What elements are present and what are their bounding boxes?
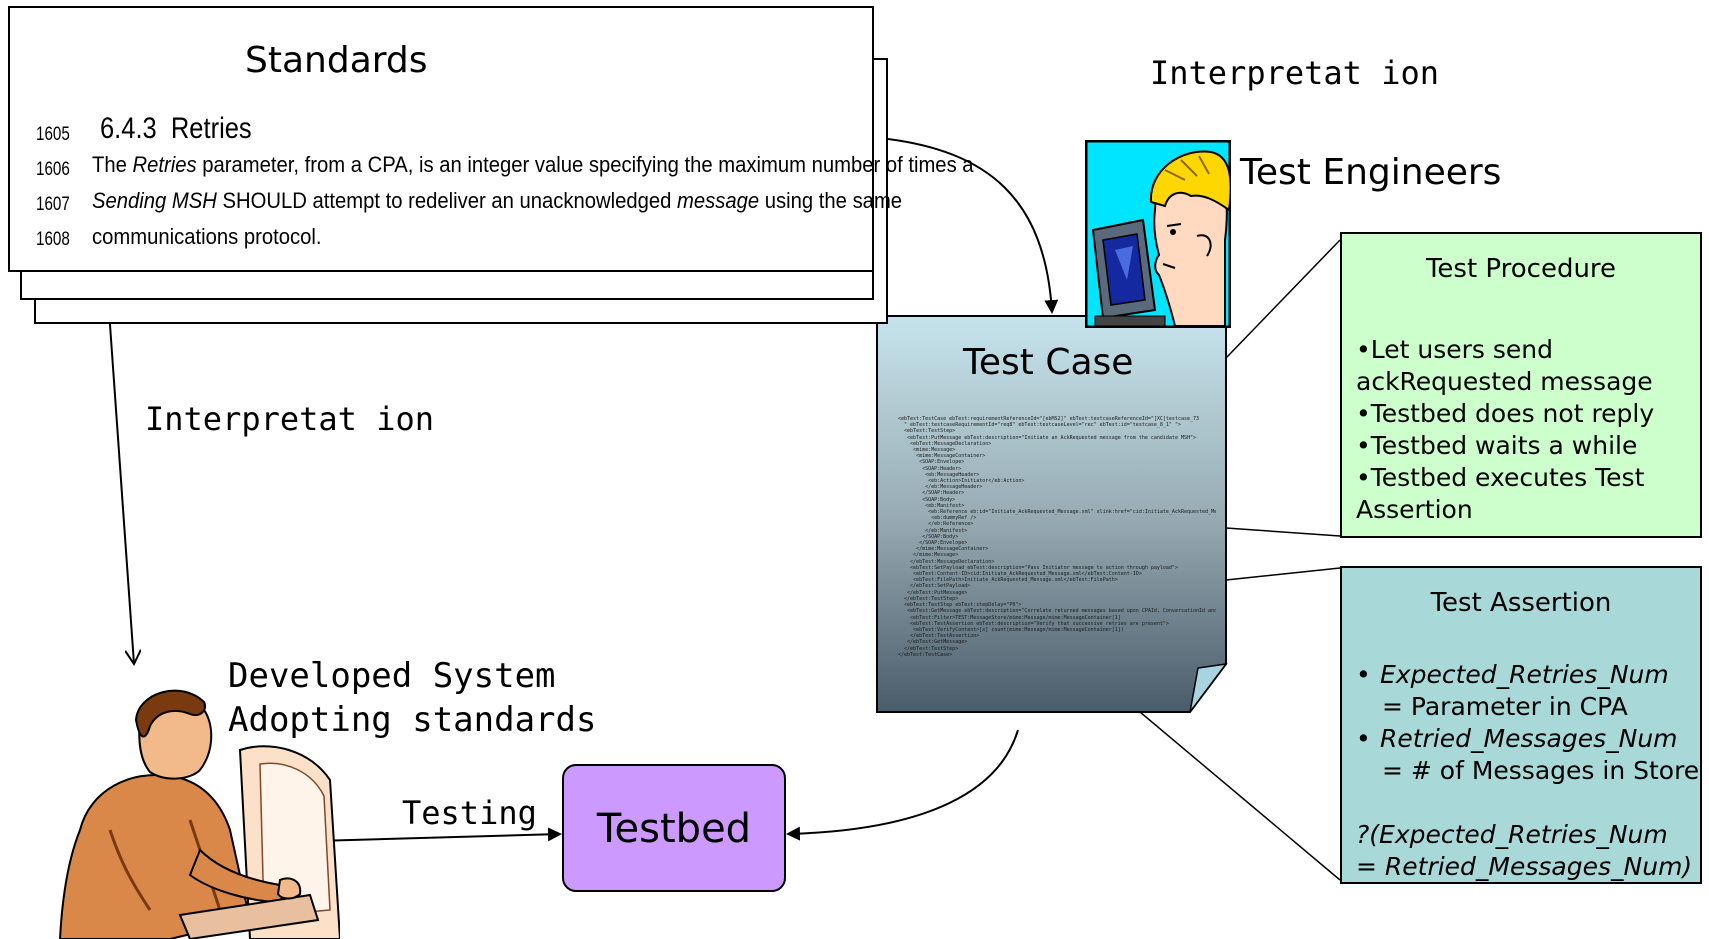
testing-label: Testing xyxy=(402,794,537,832)
callout-assertion-top xyxy=(1225,567,1341,581)
test-procedure-title: Test Procedure xyxy=(1425,254,1617,284)
procedure-item: •Testbed waits a while xyxy=(1356,431,1638,460)
procedure-item: •Let users send ackRequested message xyxy=(1356,335,1653,396)
arrow-testcase-to-testbed xyxy=(786,729,1019,841)
standards-text-line: The Retries parameter, from a CPA, is an… xyxy=(92,152,974,178)
section-heading: 6.4.3 Retries xyxy=(100,112,252,146)
interpretation-label-top: Interpretat ion xyxy=(1150,54,1439,92)
assertion-val: = Parameter in CPA xyxy=(1382,692,1628,721)
procedure-item: •Testbed executes Test Assertion xyxy=(1356,463,1645,524)
callout-procedure-top xyxy=(1225,239,1341,359)
test-assertion-title: Test Assertion xyxy=(1430,588,1612,618)
text-span: The xyxy=(92,152,133,177)
line-number: 1605 xyxy=(36,124,70,145)
standards-text-line: communications protocol. xyxy=(92,224,322,249)
line-number: 1607 xyxy=(36,194,70,215)
text-span-italic: message xyxy=(677,188,760,213)
test-engineer-icon xyxy=(1085,140,1231,328)
test-case-title: Test Case xyxy=(963,342,1134,383)
test-case-page-curl xyxy=(1189,663,1228,713)
standards-text-line: Sending MSH SHOULD attempt to redeliver … xyxy=(92,188,902,214)
text-span-italic: Sending MSH xyxy=(92,188,217,213)
testbed-box: Testbed xyxy=(562,764,786,892)
adopting-standards-label: Adopting standards xyxy=(228,700,597,740)
assertion-var: Retried_Messages_Num xyxy=(1380,724,1678,753)
standards-title: Standards xyxy=(245,40,428,81)
procedure-item: •Testbed does not reply xyxy=(1356,399,1655,428)
assertion-val: = # of Messages in Store xyxy=(1382,756,1700,785)
assertion-check: ?(Expected_Retries_Num xyxy=(1356,820,1668,849)
section-title: Retries xyxy=(170,112,252,145)
test-engineers-label: Test Engineers xyxy=(1240,152,1502,193)
section-number: 6.4.3 xyxy=(100,112,157,145)
callout-assertion-bottom xyxy=(1139,711,1341,881)
text-span: parameter, from a CPA, is an integer val… xyxy=(196,152,974,177)
interpretation-label-left: Interpretat ion xyxy=(145,400,434,438)
developer-icon xyxy=(58,689,340,939)
bullet-icon: • xyxy=(1356,660,1371,689)
assertion-check: = Retried_Messages_Num) xyxy=(1356,852,1693,881)
line-number: 1606 xyxy=(36,159,70,180)
arrow-standards-to-testcase xyxy=(879,137,1059,314)
text-span: using the same xyxy=(759,188,903,213)
arrow-testing-bidirectional xyxy=(314,827,562,848)
text-span-italic: Retries xyxy=(132,152,197,177)
text-span: SHOULD attempt to redeliver an unacknowl… xyxy=(216,188,678,213)
standards-document: Standards 1605 1606 1607 1608 6.4.3 Retr… xyxy=(8,6,974,272)
line-number: 1608 xyxy=(36,229,70,250)
test-procedure-box: Test Procedure •Let users send ackReques… xyxy=(1340,232,1702,538)
test-assertion-box: Test Assertion • Expected_Retries_Num = … xyxy=(1340,566,1702,884)
assertion-var: Expected_Retries_Num xyxy=(1380,660,1669,689)
test-case-code: <ebTest:TestCase ebTest:requirementRefer… xyxy=(898,416,1216,658)
developed-system-label: Developed System xyxy=(228,656,556,696)
testbed-label: Testbed xyxy=(596,806,752,852)
callout-procedure-bottom xyxy=(1225,527,1341,537)
bullet-icon: • xyxy=(1356,724,1371,753)
